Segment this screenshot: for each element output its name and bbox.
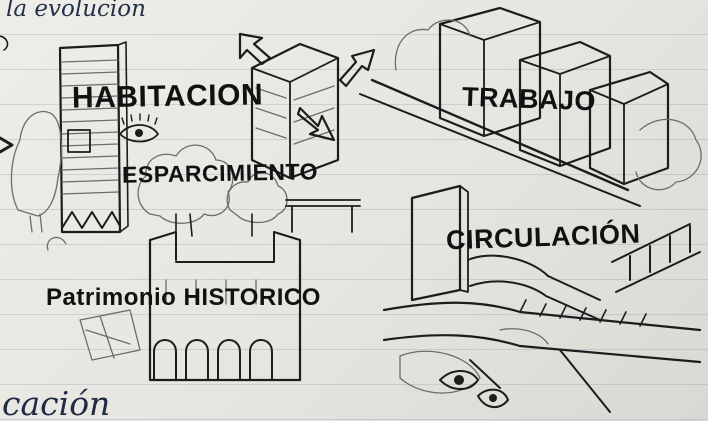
margin-mark (0, 35, 9, 51)
patrimonio-building-drawing (46, 231, 302, 382)
margin-arrow (0, 136, 14, 154)
eye-doodle-icon (119, 113, 159, 143)
label-esparcimiento: ESPARCIMIENTO (121, 158, 319, 188)
trabajo-buildings-drawing (359, 6, 702, 207)
label-habitacion: HABITACION (71, 78, 264, 115)
eyes-bottom-doodle-icon (439, 370, 509, 408)
bottom-note: cación (2, 384, 111, 421)
habitacion-tower-drawing (10, 41, 129, 234)
circulacion-drawing (382, 184, 702, 413)
label-patrimonio-historico: Patrimonio HISTORICO (46, 284, 321, 311)
esparcimiento-drawing (137, 144, 361, 237)
central-block-drawing (250, 42, 340, 180)
arrow-up-left (238, 32, 272, 66)
top-note: la evolucion (6, 0, 146, 22)
arrow-to-trabajo (338, 48, 376, 88)
label-trabajo: TRABAJO (461, 81, 597, 117)
